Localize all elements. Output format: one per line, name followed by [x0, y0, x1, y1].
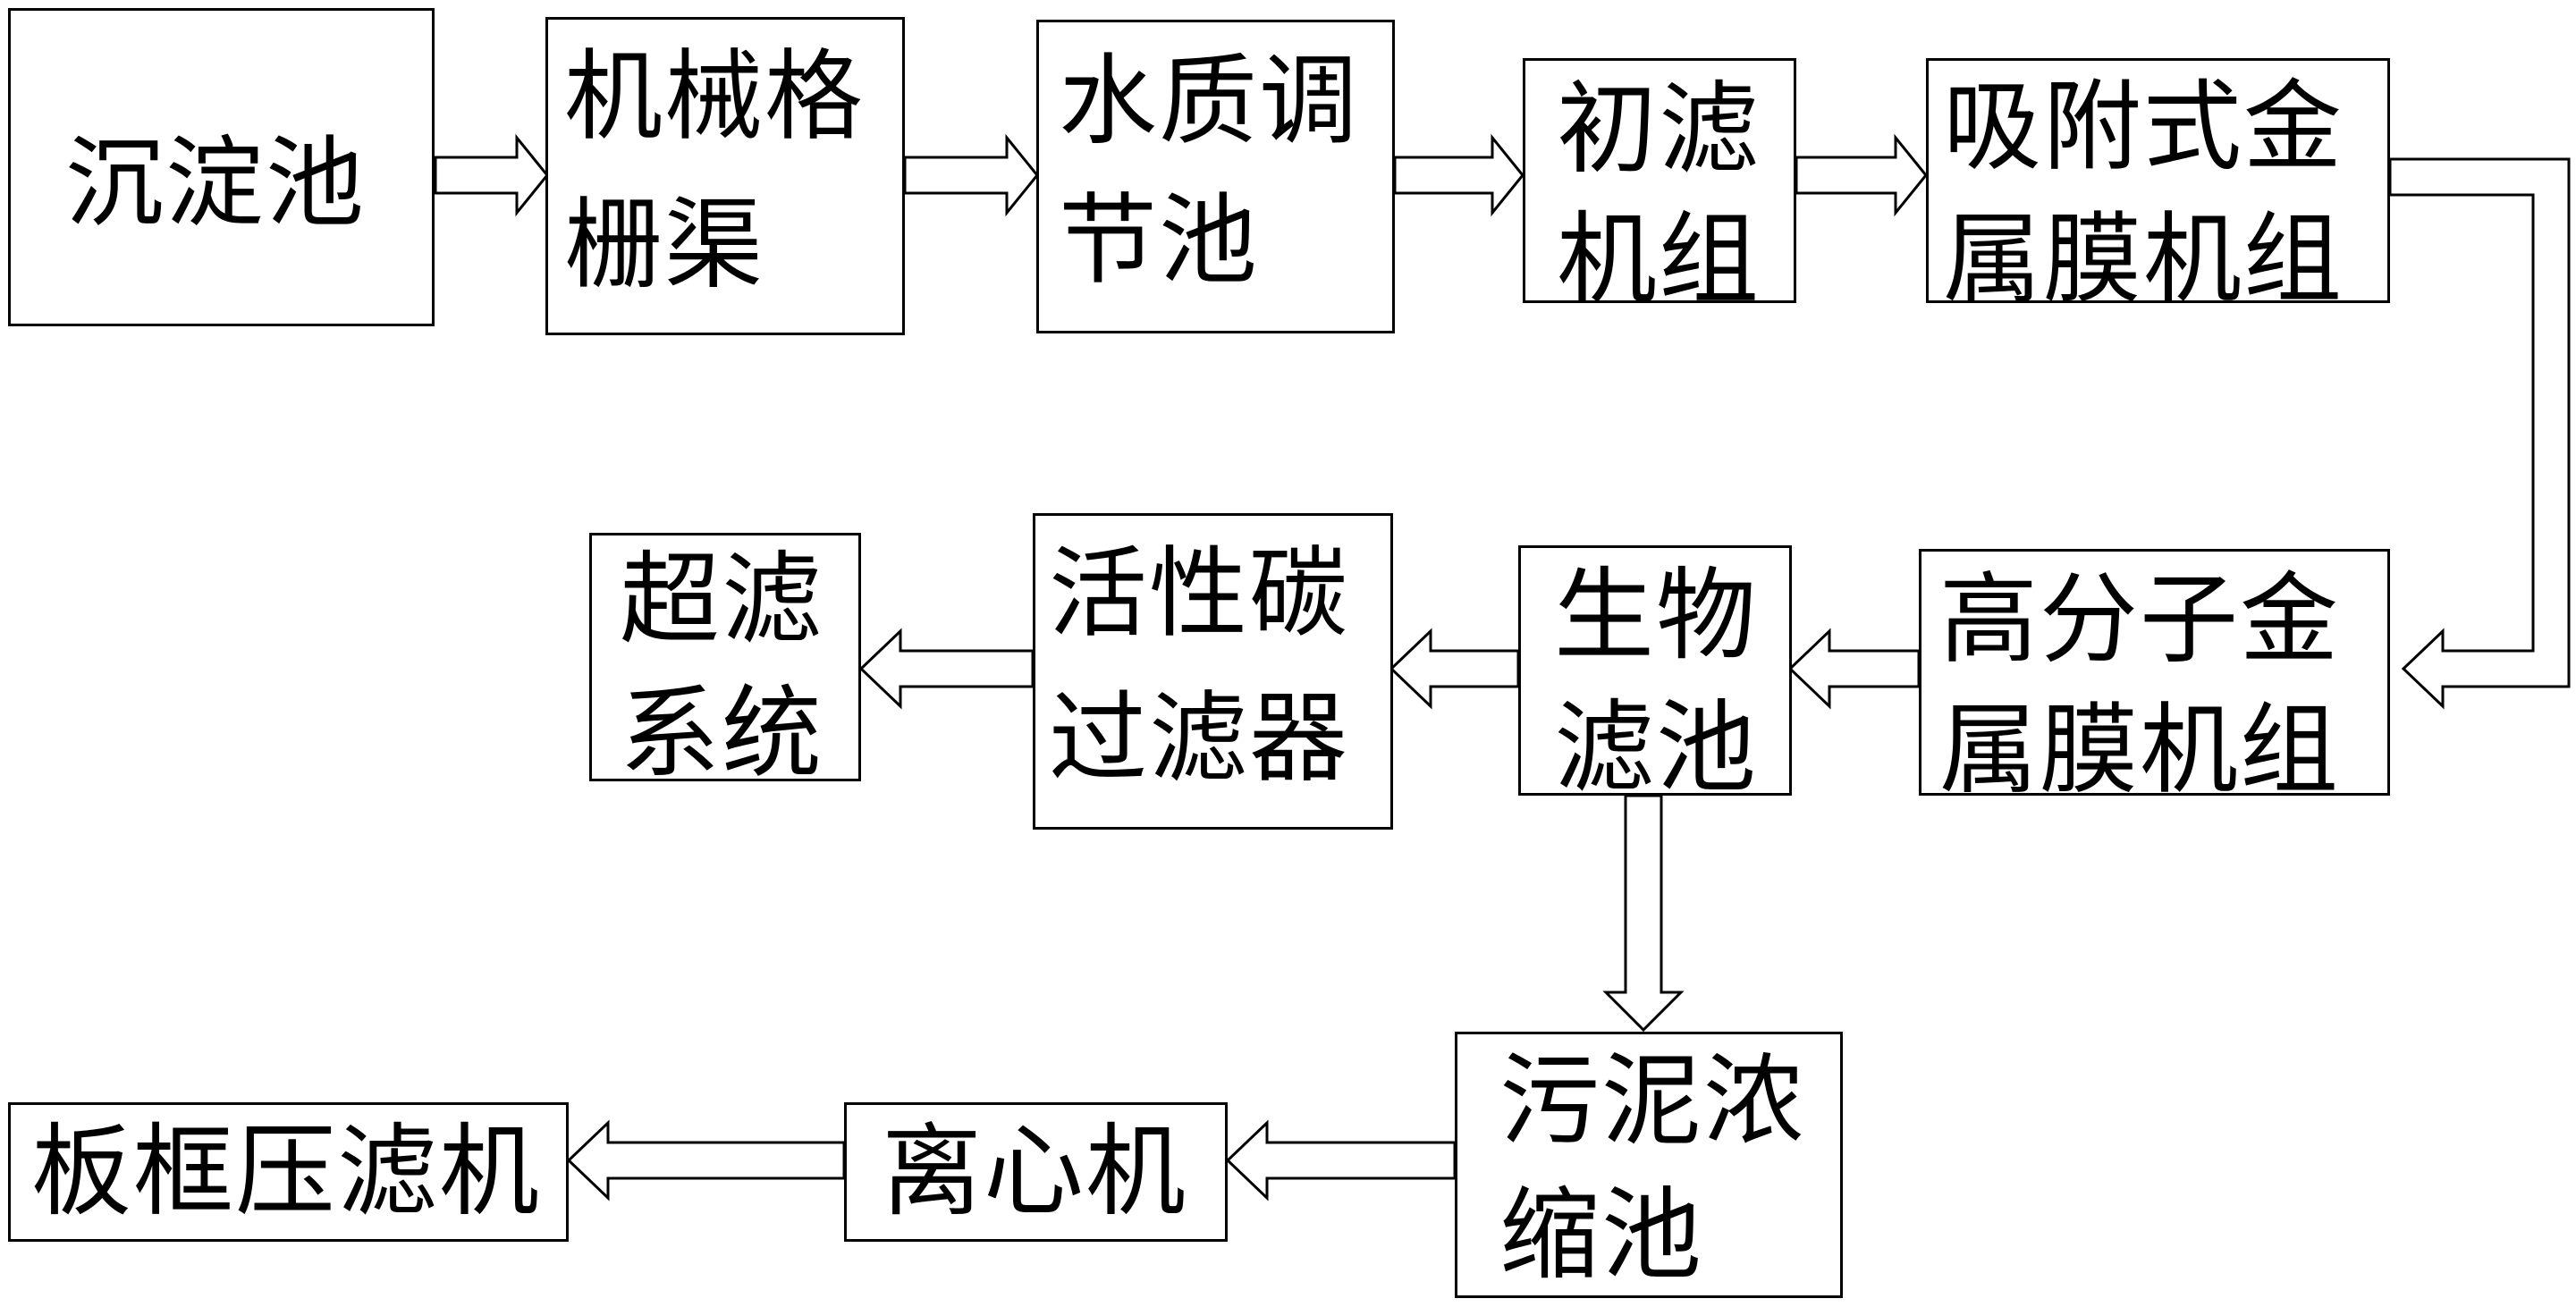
arrow-carbon-filter-to-ultrafiltration: [858, 628, 1035, 710]
arrow-regulating-tank-to-primary-filter: [1393, 133, 1524, 217]
node-label-line: 高分子金: [1939, 562, 2340, 677]
node-label-line: 机械格: [564, 39, 865, 154]
node-label-line: 滤池: [1554, 690, 1758, 806]
node-label-line: 活性碳: [1049, 536, 1349, 651]
node-sludge-thickener: 污泥浓 缩池: [1455, 1032, 1843, 1298]
node-label-line: 吸附式金: [1943, 70, 2344, 184]
node-water-regulating-tank: 水质调 节池: [1036, 20, 1395, 333]
node-label-line: 超滤: [620, 542, 823, 658]
node-label-line: 水质调: [1059, 44, 1359, 158]
node-label-line: 初滤: [1557, 72, 1761, 188]
node-label-line: 节池: [1059, 183, 1259, 298]
arrow-adsorption-to-polymer-unit: [2388, 157, 2571, 710]
node-label-line: 属膜机组: [1943, 202, 2344, 316]
node-label-line: 缩池: [1499, 1177, 1703, 1294]
node-label-line: 机组: [1557, 202, 1761, 318]
node-sedimentation-tank: 沉淀池: [8, 8, 435, 326]
node-biological-filter: 生物 滤池: [1518, 545, 1792, 806]
arrow-polymer-unit-to-bio-filter: [1787, 628, 1921, 710]
node-label-line: 过滤器: [1049, 681, 1349, 796]
arrow-primary-filter-to-adsorption-unit: [1795, 133, 1928, 217]
node-label-line: 离心机: [882, 1114, 1187, 1230]
arrow-grille-to-regulating-tank: [903, 133, 1039, 217]
arrow-bio-filter-to-carbon-filter: [1389, 628, 1520, 710]
node-plate-frame-press: 板框压滤机: [8, 1102, 569, 1242]
node-ultrafiltration-system: 超滤 系统: [589, 533, 861, 792]
node-label-line: 污泥浓: [1499, 1043, 1805, 1159]
node-label-line: 板框压滤机: [31, 1114, 541, 1230]
arrow-sedimentation-to-grille: [434, 133, 549, 217]
node-label-line: 系统: [620, 676, 823, 792]
node-polymer-membrane-unit: 高分子金 属膜机组: [1919, 549, 2390, 807]
node-label-line: 属膜机组: [1939, 693, 2340, 807]
node-label-line: 沉淀池: [65, 126, 366, 240]
arrow-sludge-thickener-to-centrifuge: [1225, 1119, 1457, 1202]
node-adsorption-membrane-unit: 吸附式金 属膜机组: [1926, 58, 2390, 308]
node-label-line: 栅渠: [564, 188, 764, 302]
node-activated-carbon-filter: 活性碳 过滤器: [1033, 513, 1393, 830]
node-mechanical-grille: 机械格 栅渠: [545, 17, 905, 335]
node-primary-filter-unit: 初滤 机组: [1523, 58, 1796, 310]
node-centrifuge: 离心机: [844, 1102, 1228, 1242]
arrow-bio-filter-to-sludge-thickener: [1602, 794, 1685, 1033]
arrow-centrifuge-to-plate-press: [566, 1119, 846, 1202]
node-label-line: 生物: [1554, 558, 1758, 674]
